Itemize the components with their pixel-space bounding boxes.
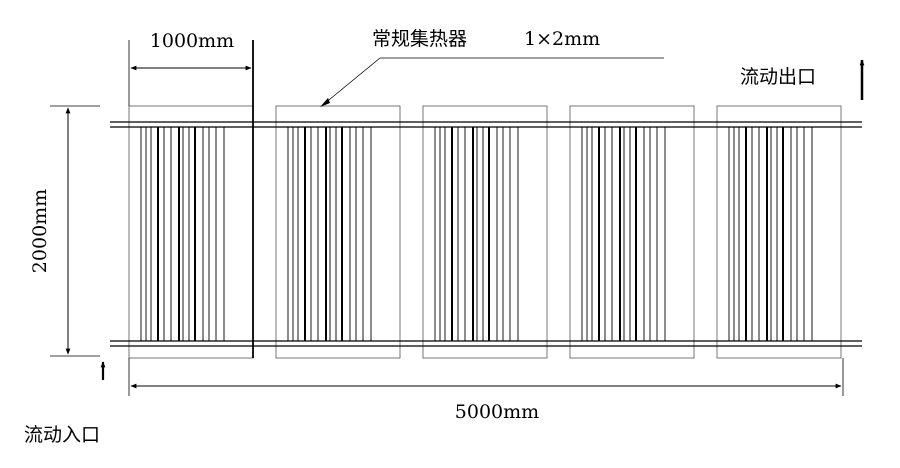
width-single-label: 1000mm [150, 30, 234, 52]
collector-label: 常规集热器 [372, 28, 467, 50]
collector-box [128, 105, 254, 359]
height-dimension-2000: 2000mm [29, 105, 100, 357]
outlet-label: 流动出口 [740, 66, 816, 88]
flow-inlet: 流动入口 [24, 361, 106, 446]
collector-box [422, 105, 548, 359]
collector-box [275, 105, 401, 359]
height-label: 2000mm [29, 189, 51, 273]
collector-leader: 常规集热器 1×2mm [320, 28, 664, 107]
width-dimension-1000: 1000mm [128, 30, 252, 106]
collector-panels [128, 105, 842, 359]
flow-outlet: 流动出口 [740, 59, 865, 100]
top-header-pipe [110, 121, 862, 128]
total-width-label: 5000mm [455, 401, 539, 423]
width-dimension-5000: 5000mm [128, 358, 844, 423]
bottom-header-pipe [110, 340, 862, 347]
collector-box [716, 105, 842, 359]
inlet-label: 流动入口 [24, 424, 100, 446]
tube-size-label: 1×2mm [524, 28, 600, 50]
collector-box [569, 105, 695, 359]
